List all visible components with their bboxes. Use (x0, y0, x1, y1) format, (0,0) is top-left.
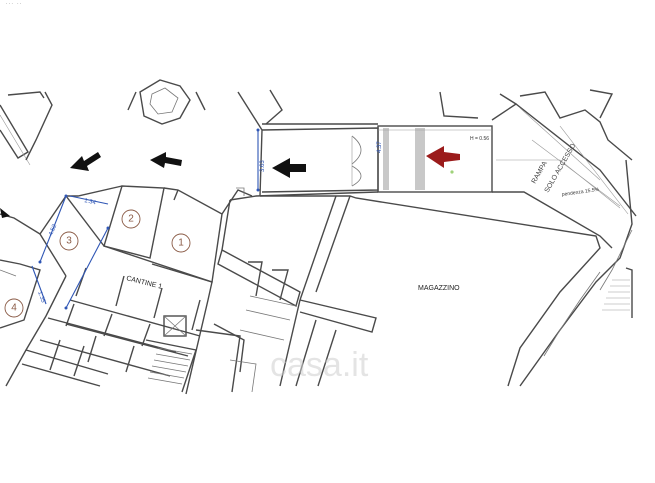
arrow-left-icon (0, 208, 10, 218)
arrow-left-icon (70, 152, 101, 171)
dimension-cellar-width: 1.34 (84, 198, 97, 206)
watermark: casa.it (270, 346, 369, 384)
arrow-left-icon (150, 152, 182, 168)
dimension-cellar-depth: 4.52 (48, 223, 58, 237)
top-fragment: . . . . . (6, 0, 21, 6)
cellar-marker-4: 4 (4, 298, 24, 318)
ramp-note: SOLO ACCESSO (544, 142, 578, 194)
cellar-marker-2: 2 (121, 209, 141, 229)
dimension-cellar-side: 1.35 (36, 291, 46, 305)
arrow-left-icon (272, 158, 306, 178)
dimension-lines (31, 128, 260, 310)
room-label-magazzino: MAGAZZINO (418, 285, 460, 292)
ramp-slope: pendenza 15.5% (561, 187, 600, 198)
walls (0, 79, 637, 395)
svg-text:1: 1 (178, 238, 184, 249)
height-note: H = 0.56 (470, 136, 489, 142)
svg-text:4: 4 (11, 303, 17, 314)
dimension-corridor: 3.63 (260, 160, 266, 172)
ramp-label: RAMPA (531, 160, 549, 185)
svg-text:2: 2 (128, 214, 134, 225)
cellar-marker-3: 3 (59, 231, 79, 251)
entry-arrow-icon (426, 146, 460, 174)
cellar-marker-1: 1 (171, 233, 191, 253)
svg-text:3: 3 (66, 236, 72, 247)
dimension-gate: 4.37 (377, 141, 383, 153)
cellars-label: CANTINE 1 (126, 275, 163, 291)
